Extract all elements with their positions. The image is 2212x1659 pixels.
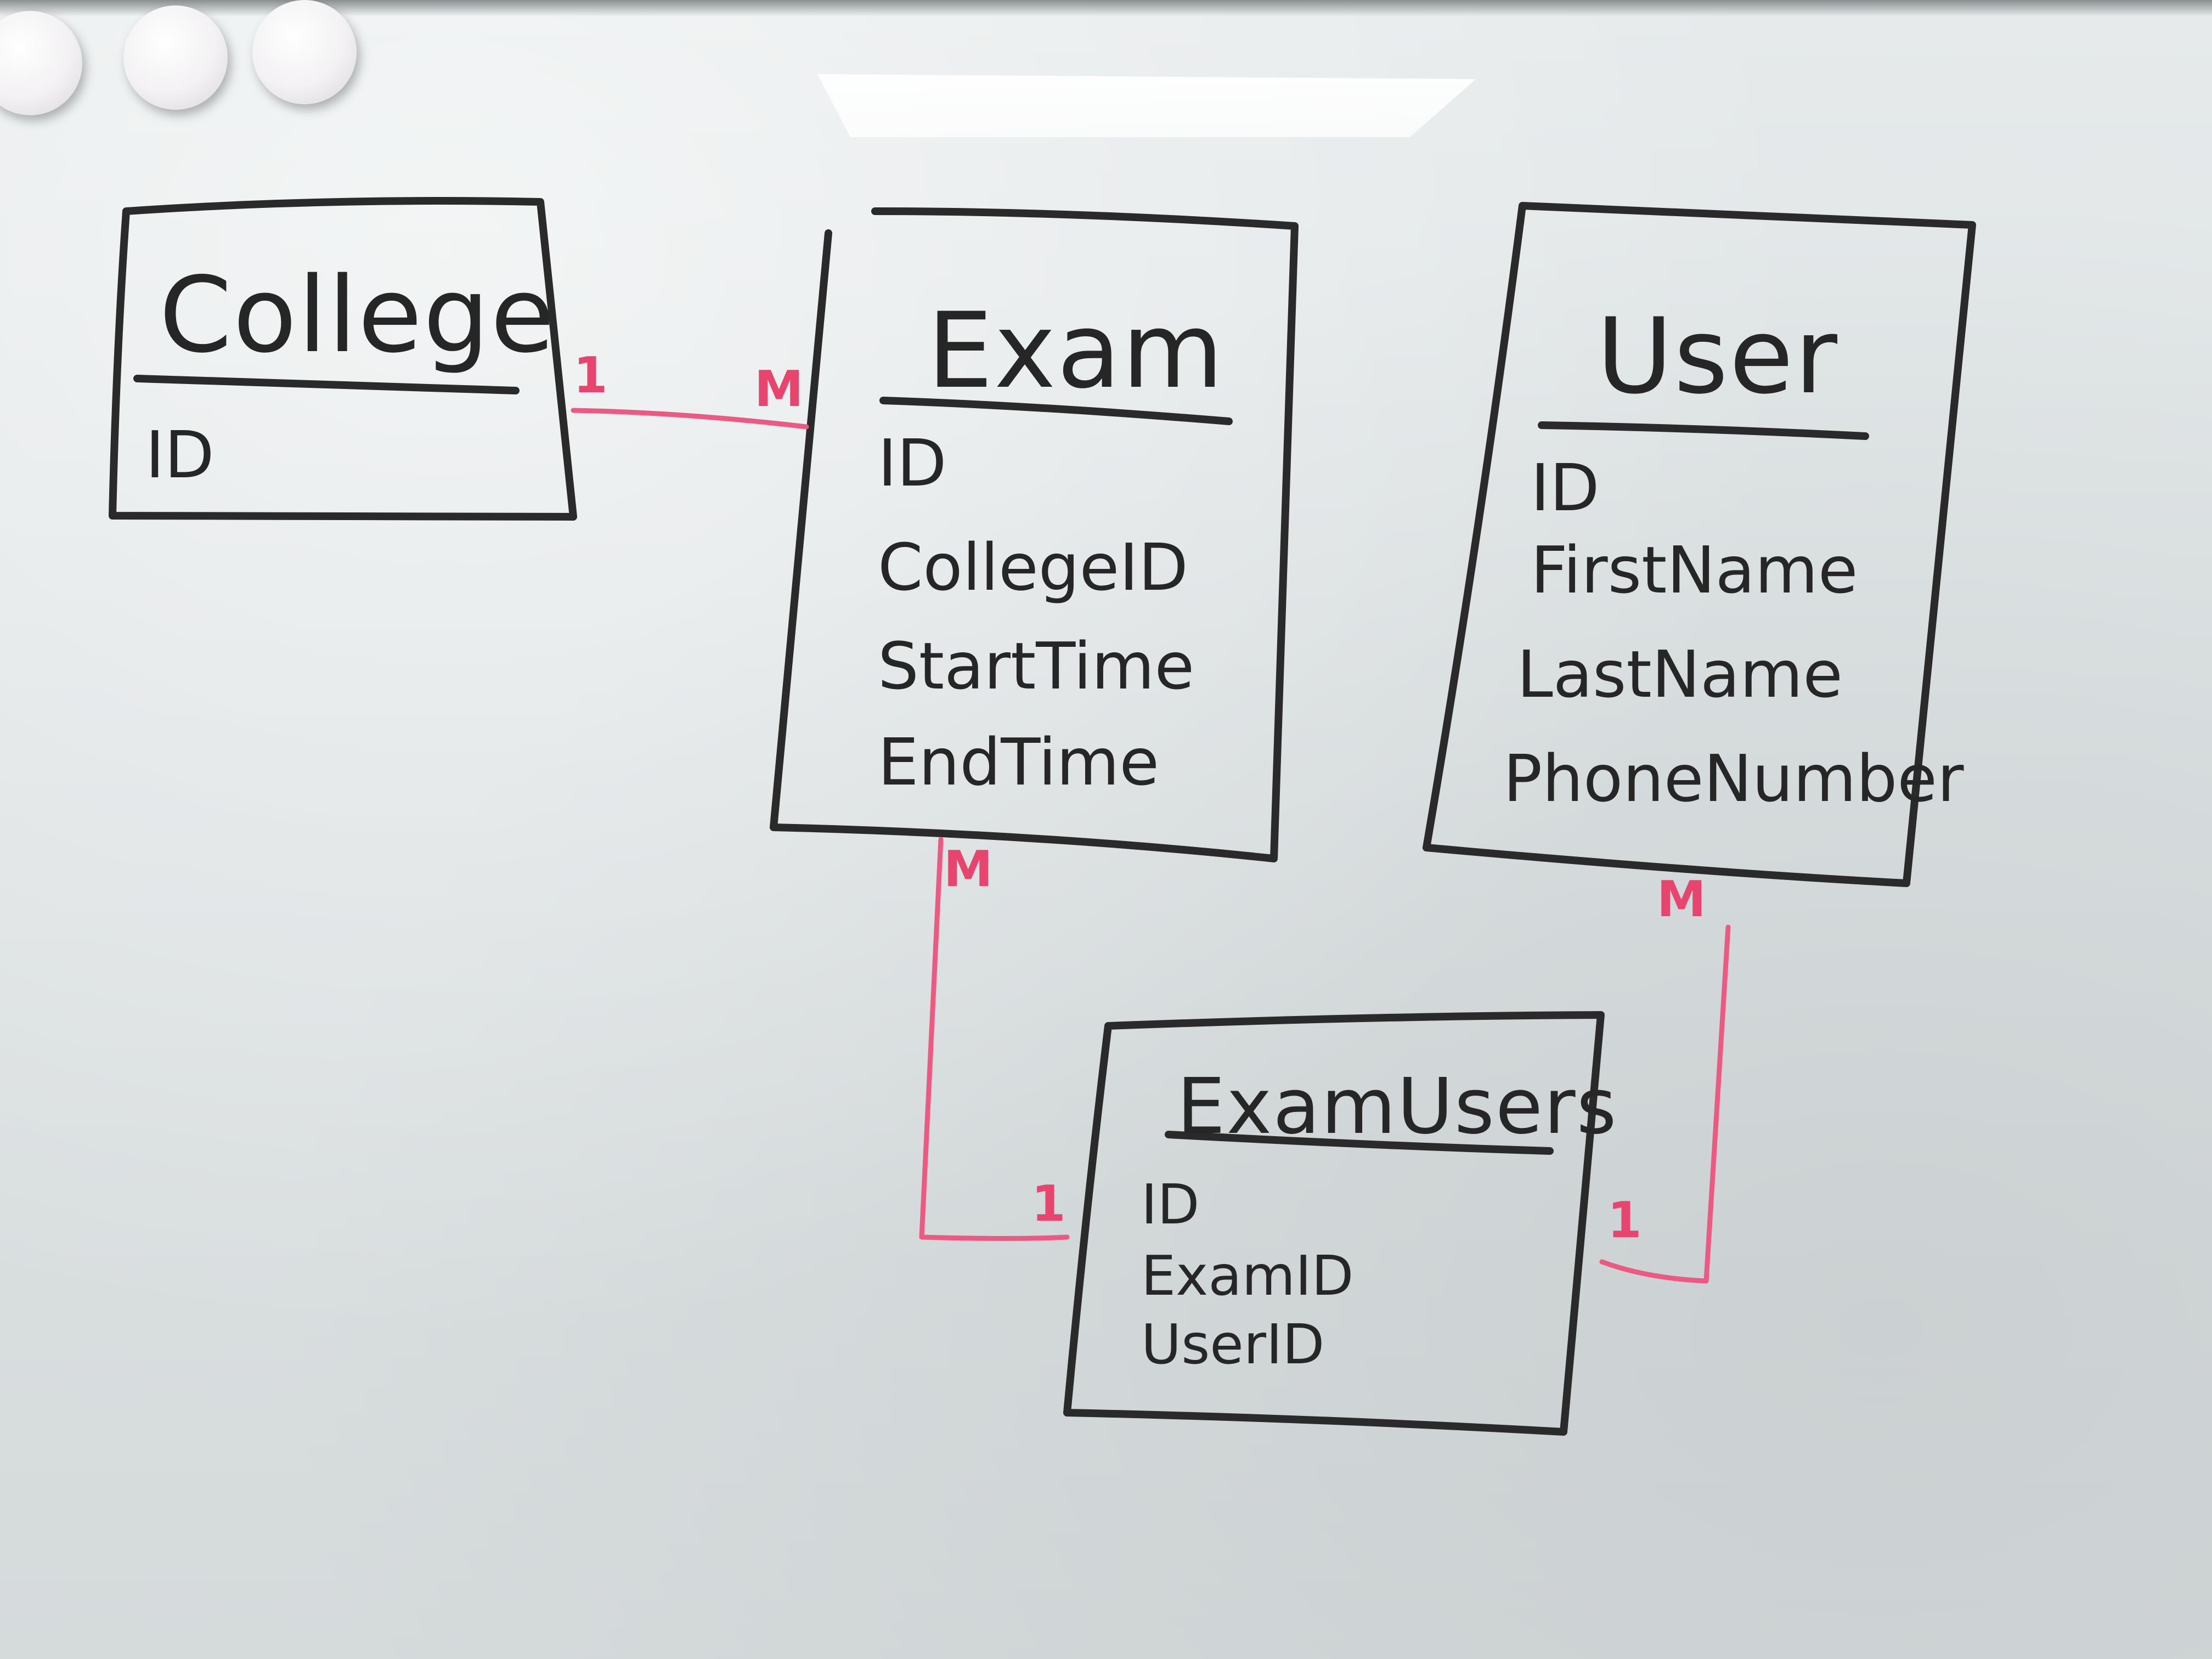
college-field-id: ID [145, 417, 215, 493]
user-field-phonenumber: PhoneNumber [1503, 741, 1964, 816]
user-field-firstname: FirstName [1531, 532, 1858, 608]
exam-box [770, 207, 1299, 862]
user-examusers-relationship-line [1599, 924, 1731, 1284]
exam-examusers-relationship-line [919, 837, 1070, 1241]
college-title: College [159, 255, 556, 376]
exam-examusers-cardinality-exam: M [944, 840, 993, 898]
examusers-title-underline [1165, 1131, 1554, 1155]
exam-field-id: ID [878, 425, 947, 501]
examusers-title: ExamUsers [1177, 1062, 1618, 1152]
examusers-field-examid: ExamID [1141, 1244, 1354, 1308]
user-examusers-cardinality-user: M [1657, 871, 1706, 928]
examusers-field-userid: UserID [1141, 1312, 1324, 1376]
exam-field-collegeid: CollegeID [878, 529, 1188, 605]
magnet-1 [0, 11, 82, 115]
exam-field-starttime: StartTime [878, 628, 1194, 704]
college-box [109, 197, 577, 521]
board-frame-shadow [0, 0, 2212, 16]
college-exam-relationship-line [571, 408, 809, 430]
user-title-underline [1538, 421, 1869, 440]
light-glare [817, 74, 1476, 137]
college-exam-cardinality-college: 1 [573, 347, 608, 404]
magnet-3 [252, 0, 357, 104]
user-field-lastname: LastName [1517, 636, 1843, 712]
college-title-underline [133, 375, 520, 394]
magnet-2 [123, 5, 228, 110]
exam-field-endtime: EndTime [878, 724, 1159, 800]
college-exam-cardinality-exam: M [754, 360, 804, 418]
user-examusers-cardinality-examusers: 1 [1607, 1192, 1642, 1249]
examusers-box [1063, 1011, 1605, 1436]
exam-title-underline [879, 397, 1233, 425]
user-field-id: ID [1531, 450, 1600, 526]
user-title: User [1596, 296, 1838, 417]
exam-examusers-cardinality-examusers: 1 [1031, 1175, 1066, 1233]
examusers-field-id: ID [1141, 1172, 1200, 1237]
user-box [1423, 202, 1976, 887]
exam-title: Exam [927, 290, 1224, 411]
